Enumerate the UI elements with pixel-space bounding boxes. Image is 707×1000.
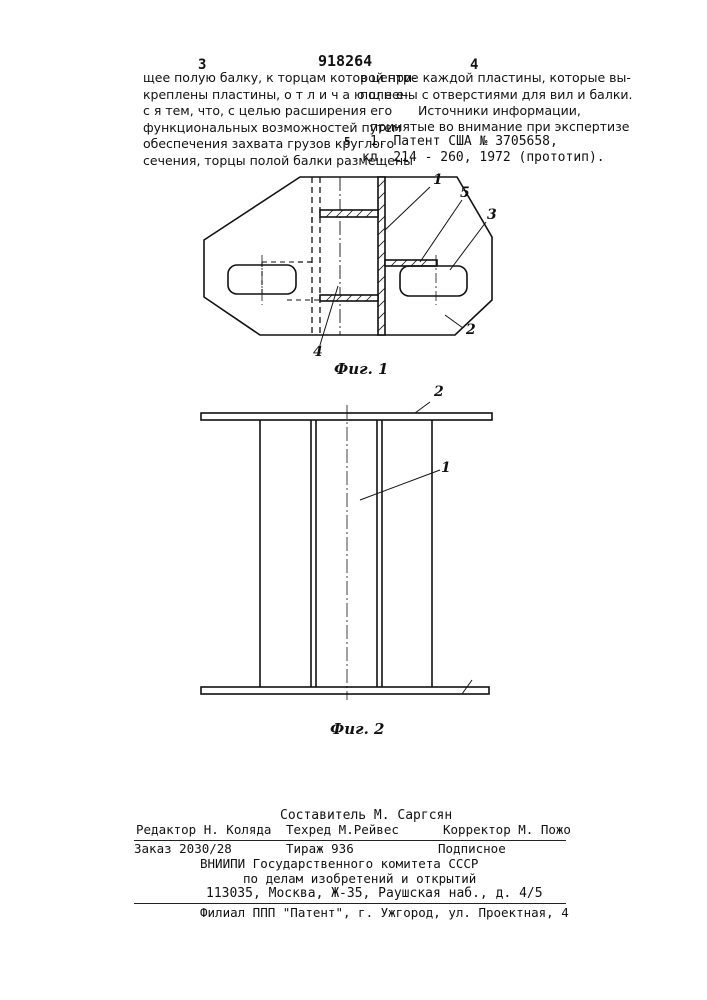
imprint-circulation: Тираж 936 (286, 841, 354, 856)
imprint-compiler: Составитель М. Саргсян (280, 808, 452, 823)
figure-2-caption: Фиг. 2 (330, 720, 384, 738)
imprint-address: 113035, Москва, Ж-35, Раушская наб., д. … (206, 886, 543, 901)
part-label-5: 5 (460, 185, 470, 201)
imprint-corrector: Корректор М. Пожо (443, 822, 571, 837)
part-label-1: 1 (433, 172, 443, 188)
imprint-order: Заказ 2030/28 (134, 841, 232, 856)
imprint-editor: Редактор Н. Коляда (136, 822, 271, 837)
part-label-4: 4 (313, 344, 323, 360)
plate-outline (204, 177, 492, 335)
imprint-subscription: Подписное (438, 841, 506, 856)
right-slot (400, 266, 467, 296)
figure-1-drawing (204, 177, 492, 345)
top-plate (201, 413, 492, 420)
imprint-organization-dept: по делам изобретений и открытий (243, 871, 476, 886)
figure-2-drawing (201, 402, 492, 700)
imprint-organization: ВНИИПИ Государственного комитета СССР (200, 856, 478, 871)
part-label-3: 3 (487, 207, 497, 223)
imprint-divider (134, 903, 566, 904)
bottom-plate (201, 687, 489, 694)
fork-socket (385, 260, 437, 266)
imprint-branch: Филиал ППП "Патент", г. Ужгород, ул. Про… (200, 905, 569, 920)
imprint-techred: Техред М.Рейвес (286, 822, 399, 837)
figure-1-caption: Фиг. 1 (334, 360, 388, 378)
part-label-2: 2 (466, 322, 476, 338)
part-label-1: 1 (441, 460, 451, 476)
part-label-2: 2 (434, 384, 444, 400)
